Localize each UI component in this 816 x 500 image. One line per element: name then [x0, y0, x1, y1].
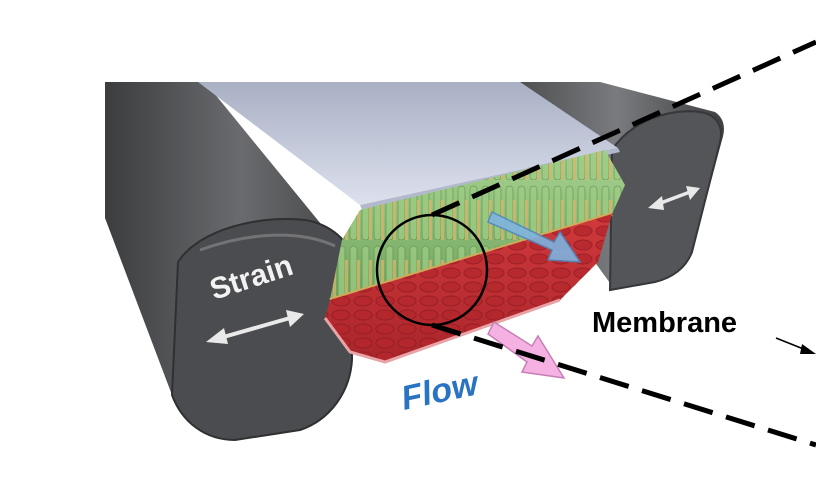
- membrane-pointer-arrow: [775, 337, 816, 354]
- endothelial-cell-layer: [323, 214, 612, 364]
- membrane-label: Membrane: [592, 307, 737, 339]
- right-strain-arrow: [648, 186, 700, 210]
- flow-label: Flow: [398, 364, 484, 418]
- zoom-dashed-lines: [430, 39, 816, 448]
- lower-flow-arrow: [487, 320, 566, 379]
- upper-flow-arrow: [487, 210, 582, 263]
- left-vacuum-chamber: [105, 82, 353, 442]
- left-strain-arrow: [206, 310, 304, 344]
